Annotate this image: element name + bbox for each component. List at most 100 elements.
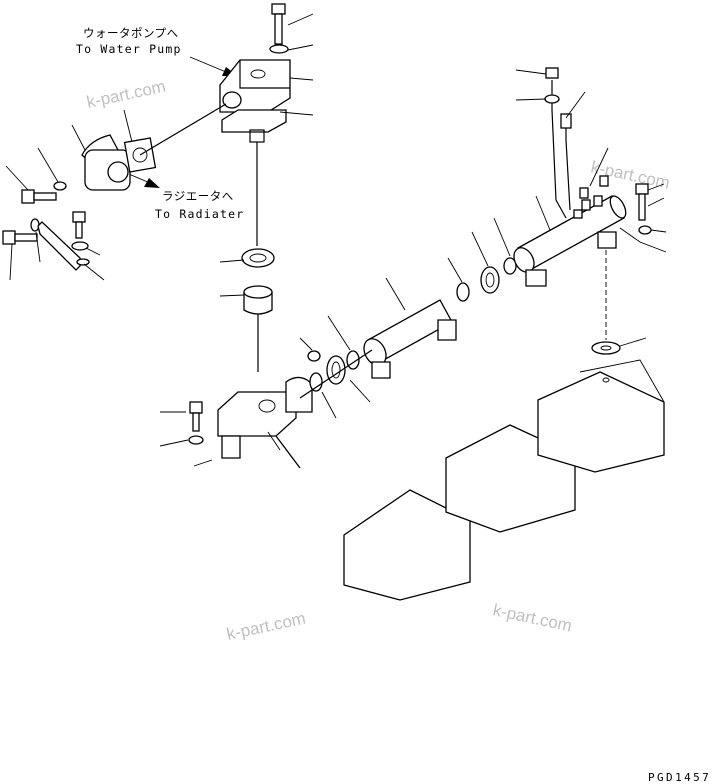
to-radiator-en: To Radiater (155, 207, 244, 221)
engine-port (602, 377, 610, 383)
elbow-gasket-hole (132, 147, 148, 163)
bracket-bolt-shank (14, 233, 38, 242)
leader-5 (71, 124, 86, 151)
small-nut (76, 258, 90, 266)
elbow-bolt-head (21, 189, 35, 204)
right-manifold-foot-left (525, 269, 547, 287)
leader-20 (327, 315, 351, 351)
leader-18 (267, 431, 281, 451)
leader-26 (493, 217, 511, 257)
middle-pipe-foot-right (437, 319, 457, 341)
lower-manifold-flange (217, 391, 297, 437)
engine-head-1 (343, 489, 471, 601)
seal-ring-center-hole (331, 361, 341, 379)
watermark-1: k-part.com (85, 77, 167, 112)
water-pump-arrow-line (189, 56, 227, 73)
connector-sleeve-top (243, 285, 273, 299)
engine-block-group (343, 359, 665, 601)
tube-washer (544, 94, 560, 104)
housing-gasket (221, 109, 287, 133)
right-bolt-head (635, 183, 649, 195)
manifold-fitting-5 (579, 187, 589, 199)
seal-ring-hole (249, 253, 267, 263)
leader-23 (385, 277, 406, 311)
middle-pipe-foot-left (371, 361, 391, 379)
leader-30 (535, 195, 551, 231)
tube-fitting (560, 113, 572, 129)
bracket-bolt-head (2, 230, 16, 245)
elbow-washer (53, 181, 67, 191)
leader-32 (647, 183, 665, 191)
leader-8 (5, 165, 29, 191)
right-manifold-group (513, 67, 652, 355)
lower-manifold-leg (221, 435, 241, 459)
elbow-outlet (107, 161, 129, 183)
engine-head-3 (537, 371, 665, 473)
manifold-bolt-shank (192, 412, 200, 432)
elbow-connector-group (2, 134, 157, 271)
leader-27 (515, 69, 547, 75)
right-manifold-cap (609, 195, 627, 219)
bracket-washer (30, 218, 40, 232)
right-washer (638, 225, 652, 235)
leader-2 (287, 44, 314, 51)
lower-manifold-group (188, 350, 321, 469)
watermark-4: k-part.com (491, 600, 573, 635)
right-bolt-shank (638, 193, 646, 221)
middle-pipe-group (363, 299, 457, 379)
tube-bolt (545, 67, 559, 79)
engine-top-edge (579, 359, 665, 403)
leader-19 (299, 337, 313, 351)
annotation-water-pump: ウォータポンプへ To Water Pump (76, 26, 238, 76)
housing-outlet (222, 91, 242, 109)
o-ring-3 (456, 282, 470, 302)
o-ring-2 (309, 372, 323, 392)
leader-22 (321, 391, 337, 419)
manifold-washer (188, 435, 204, 445)
manifold-fitting-1 (573, 209, 583, 219)
leader-36 (619, 227, 667, 253)
radiator-arrowhead (144, 178, 160, 188)
leader-11 (83, 263, 105, 281)
manifold-fitting-4 (599, 175, 609, 187)
leader-6 (123, 109, 133, 143)
watermark-3: k-part.com (225, 609, 307, 644)
manifold-plug (307, 350, 321, 362)
elbow-bolt-shank (33, 192, 57, 201)
lower-manifold-port (258, 399, 276, 413)
thermostat-housing-group (219, 3, 291, 143)
seal-ring-right-hole (485, 272, 495, 288)
housing-boss (250, 69, 266, 79)
manifold-bolt-head (189, 401, 203, 414)
housing-washer (269, 44, 289, 54)
leader-lines (5, 13, 667, 467)
seal-ring (241, 248, 275, 268)
small-bolt-head (72, 211, 86, 223)
leader-9 (9, 243, 13, 281)
leader-12 (85, 247, 101, 256)
leader-13 (219, 259, 245, 263)
manifold-fitting-3 (593, 195, 603, 207)
bracket (37, 221, 81, 271)
leader-10 (35, 231, 41, 263)
drawing-code: PGD1457 (648, 771, 711, 784)
leader-3 (289, 77, 314, 81)
leader-25 (471, 231, 489, 267)
link-manifold-pipe (299, 349, 373, 399)
leader-33 (647, 197, 665, 207)
right-manifold-foot-right (597, 231, 617, 249)
leader-7 (37, 147, 59, 183)
housing-bolt-shank (274, 13, 283, 45)
seal-ring-right (480, 266, 500, 294)
right-gasket (591, 341, 621, 355)
leader-34 (650, 229, 667, 233)
to-water-pump-jp: ウォータポンプへ (83, 26, 179, 40)
leader-21 (349, 379, 371, 403)
right-gasket-hole (600, 345, 612, 351)
leader-29 (565, 91, 586, 119)
leader-16 (159, 439, 189, 447)
manifold-fitting-2 (581, 199, 591, 211)
leader-1 (287, 13, 314, 26)
